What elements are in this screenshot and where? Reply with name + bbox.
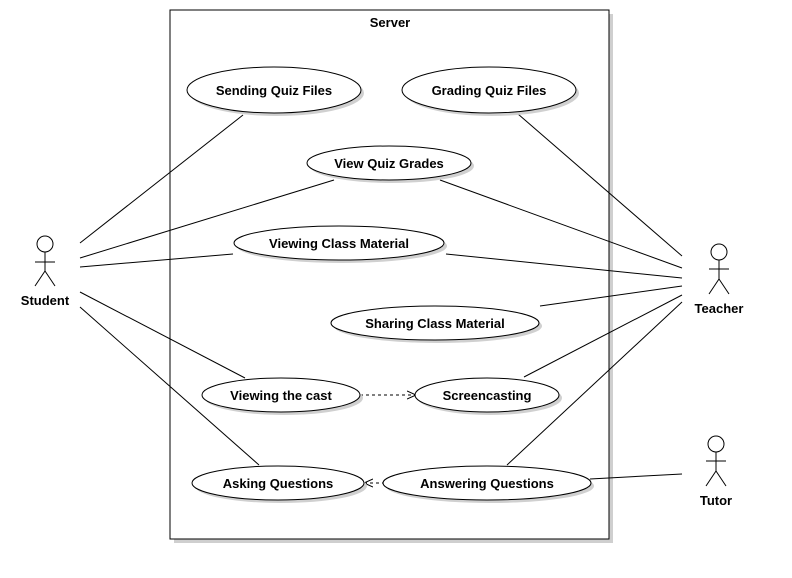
assoc-student-viewing-class-material: [79, 253, 234, 268]
actor-tutor: Tutor: [700, 435, 732, 508]
assoc-teacher-view-quiz-grades: [439, 179, 683, 269]
assoc-student-asking-questions: [79, 306, 260, 466]
use-case-label: Sending Quiz Files: [216, 83, 332, 98]
stick-figure-icon: [34, 235, 56, 287]
use-case-label: Viewing Class Material: [269, 236, 409, 251]
actor-student: Student: [21, 235, 70, 308]
stick-figure-icon: [705, 435, 727, 487]
system-title: Server: [370, 15, 410, 30]
use-case-answering-questions: Answering Questions: [382, 465, 594, 503]
actor-teacher: Teacher: [695, 243, 744, 316]
use-case-label: Screencasting: [443, 388, 532, 403]
use-case-screencasting: Screencasting: [414, 377, 562, 415]
assoc-student-viewing-cast: [79, 291, 246, 379]
assoc-teacher-viewing-class-material: [445, 253, 683, 279]
actor-label: Student: [21, 293, 70, 308]
use-case-view-quiz-grades: View Quiz Grades: [306, 145, 474, 183]
use-case-label: Asking Questions: [223, 476, 334, 491]
assoc-tutor-answering-questions: [589, 473, 683, 480]
stick-figure-icon: [708, 243, 730, 295]
assoc-teacher-answering-questions: [506, 301, 683, 466]
use-case-label: Viewing the cast: [230, 388, 332, 403]
use-case-grading-quiz-files: Grading Quiz Files: [401, 66, 579, 116]
use-case-sending-quiz-files: Sending Quiz Files: [186, 66, 364, 116]
assoc-teacher-screencasting: [523, 294, 683, 378]
use-case-label: Answering Questions: [420, 476, 554, 491]
assoc-teacher-sharing-class-material: [539, 285, 683, 307]
use-case-asking-questions: Asking Questions: [191, 465, 367, 503]
use-case-sharing-class-material: Sharing Class Material: [330, 305, 542, 343]
associations: [79, 113, 683, 480]
use-case-label: Grading Quiz Files: [432, 83, 547, 98]
use-case-viewing-the-cast: Viewing the cast: [201, 377, 363, 415]
actor-label: Teacher: [695, 301, 744, 316]
assoc-student-sending-quiz: [79, 114, 244, 244]
use-case-label: Sharing Class Material: [365, 316, 504, 331]
use-case-viewing-class-material: Viewing Class Material: [233, 225, 447, 263]
actor-label: Tutor: [700, 493, 732, 508]
assoc-teacher-grading-quiz: [517, 113, 683, 257]
assoc-student-view-quiz-grades: [79, 179, 335, 259]
use-case-label: View Quiz Grades: [334, 156, 444, 171]
